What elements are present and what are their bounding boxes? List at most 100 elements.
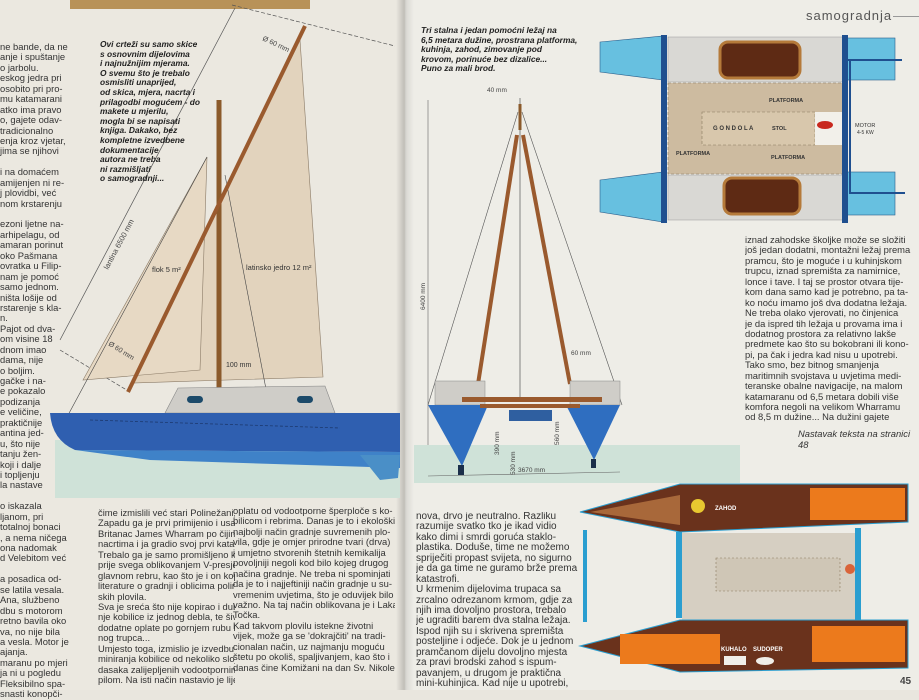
text-line: nog trupca...: [98, 632, 151, 644]
text-line: jima se njihovi: [0, 145, 59, 157]
shroud-left: [427, 111, 519, 406]
text-line: ovratka u Filip-: [0, 260, 62, 272]
text-line: om visine 18: [0, 333, 53, 345]
dimension-line: [59, 7, 236, 341]
text-line: Tri stalna i jedan pomoćni ležaj na: [421, 25, 557, 35]
motor-icon: [817, 121, 833, 129]
beam-rear: [842, 35, 848, 223]
text-line: ne bande, da ne: [0, 42, 68, 52]
text-line: e veličine,: [0, 406, 42, 418]
text-line: amaran porinut: [0, 239, 64, 251]
text-line: podizanja: [0, 395, 41, 407]
text-line: Tako smo, bez bitnog smanjenja: [745, 359, 879, 371]
text-line: vremenim uvjetima, što je oduvijek bilo: [233, 588, 394, 600]
text-line: prije svega oblikovanjem V-presjeka na: [98, 559, 235, 571]
text-line: ljanom, pri: [0, 510, 44, 522]
text-line: o jarbolu.: [0, 61, 39, 73]
shroud-right: [521, 111, 623, 406]
text-line: ajanja.: [0, 646, 28, 658]
toilet-icon: [691, 499, 705, 513]
text-line: nacrtima i ja gradio svoj prvi katamaran…: [98, 538, 235, 550]
hull: [50, 413, 400, 452]
dimension-beam: [427, 471, 621, 477]
text-line: da je to i najjeftiniji način gradnje u …: [233, 578, 392, 590]
text-line: autora ne treba: [100, 154, 161, 165]
text-line: katamaranu od 6,5 metara dobili više: [745, 390, 899, 402]
text-line: trupcu, iznad spremišta za namirnice,: [745, 265, 901, 277]
label-stove: KUHALO: [721, 647, 747, 653]
text-line: j plovidbi, već: [0, 187, 57, 199]
text-line: U krmenim dijelovima trupaca sa: [416, 584, 562, 596]
text-line: dokumentacije: [100, 144, 159, 155]
text-line: katastrofi.: [416, 573, 460, 585]
text-line: osmisliti unaprijed,: [100, 77, 177, 88]
text-line: cionalan način, uz najmanju moguću: [233, 640, 385, 652]
text-line: atko ima pravo: [0, 103, 62, 115]
hull-bow-bottom: [599, 171, 664, 223]
text-line: glavnom rebru, kao što je i on kopirao i…: [98, 569, 235, 581]
continuation-note: Nastavak teksta na stranici 48: [798, 428, 911, 450]
porthole: [297, 396, 313, 403]
text-line: snasti konopči-: [0, 688, 63, 700]
text-line: i najnužnijim mjerama.: [100, 58, 190, 69]
text-line: bilicom i rebrima. Danas je to i ekološk…: [233, 515, 395, 527]
text-line: je da ga time ne guramo brže prema: [416, 563, 578, 575]
label-clearance: 560 mm: [554, 422, 561, 445]
text-line: Trebalo ga je samo promišljeno kopirati,: [98, 548, 235, 560]
text-line: pramcu, što je moguće i u kuhinjskom: [745, 254, 902, 266]
text-line: dasaka zalijepljenih vodootpornim lje-: [98, 663, 235, 675]
motor-icon: [845, 564, 855, 574]
text-line: o iskazala: [0, 500, 42, 512]
label-motor-power: 4-5 KW: [857, 130, 874, 136]
rudder: [360, 455, 400, 480]
berth-bottom: [722, 176, 802, 216]
text-line: tanju žen-: [0, 448, 42, 460]
text-line: arhipelagu, od: [0, 228, 60, 240]
text-line: samo jednom.: [0, 281, 59, 293]
text-line: knjiga. Dakako, bez: [100, 125, 178, 136]
text-line: mu katamarani: [0, 93, 63, 105]
page-gutter: [396, 0, 414, 690]
text-line: važno. Na taj način oblikovana je i Laka: [233, 598, 395, 610]
keel-right: [591, 459, 596, 468]
text-line: maritimnih svojstava u uvjetima medi-: [745, 369, 902, 381]
text-line: e pokazalo: [0, 385, 46, 397]
label-platform-bottom: PLATFORMA: [771, 155, 805, 161]
text-line: miniranja kobilice od nekoliko slojeva: [98, 653, 235, 665]
text-line: krovom, porinuće bez dizalice...: [421, 53, 548, 64]
text-line: nam je pomoć: [0, 270, 59, 282]
beam-rear: [855, 528, 861, 620]
section-rule: [893, 16, 919, 17]
text-line: a vesla. Motor je: [0, 635, 69, 647]
crossbeam-lower: [480, 404, 580, 408]
label-gondola: G O N D O L A: [713, 126, 754, 132]
text-line: enja kroz vjetar,: [0, 134, 66, 146]
page-number: 45: [900, 676, 912, 687]
text-line: ja ni u pogledu: [0, 667, 61, 679]
section-title: samogradnja: [806, 8, 893, 23]
text-line: ništa lošije od: [0, 291, 57, 303]
label-leg: 60 mm: [571, 350, 591, 357]
plan-view-drawing: ZAHOD KUHALO SUDOPER: [578, 483, 909, 673]
label-beam: 3670 mm: [518, 467, 545, 474]
text-line: načina gradnje. Ne treba ni spominjati: [233, 567, 391, 579]
water: [414, 445, 740, 483]
table-background: [70, 0, 310, 9]
text-line: najbolji način gradnje suvremenih plo-: [233, 525, 391, 537]
text-line: u, što nije: [0, 437, 41, 449]
jib-sail: [82, 156, 208, 381]
text-line: Pajot od dva-: [0, 322, 56, 334]
text-line: Ispod njih su i skrivena spremišta: [416, 625, 564, 637]
text-line: la nastave: [0, 479, 43, 491]
dimension-line: [231, 4, 396, 47]
text-line: još jedan dodatni, montažni ležaj prema: [745, 244, 911, 256]
text-line: dodatnog prostora za relativno lakše: [745, 327, 897, 339]
label-yard-length: lantina 6500 mm: [102, 218, 136, 271]
text-line: Ana, službeno: [0, 594, 60, 606]
text-line: od 8,5 m dužine... Na dužini gajete: [745, 411, 890, 423]
text-line: mogla bi se napisati: [100, 115, 181, 126]
text-line: kompletne izvedbene: [100, 134, 185, 145]
hull-left: [428, 405, 488, 466]
